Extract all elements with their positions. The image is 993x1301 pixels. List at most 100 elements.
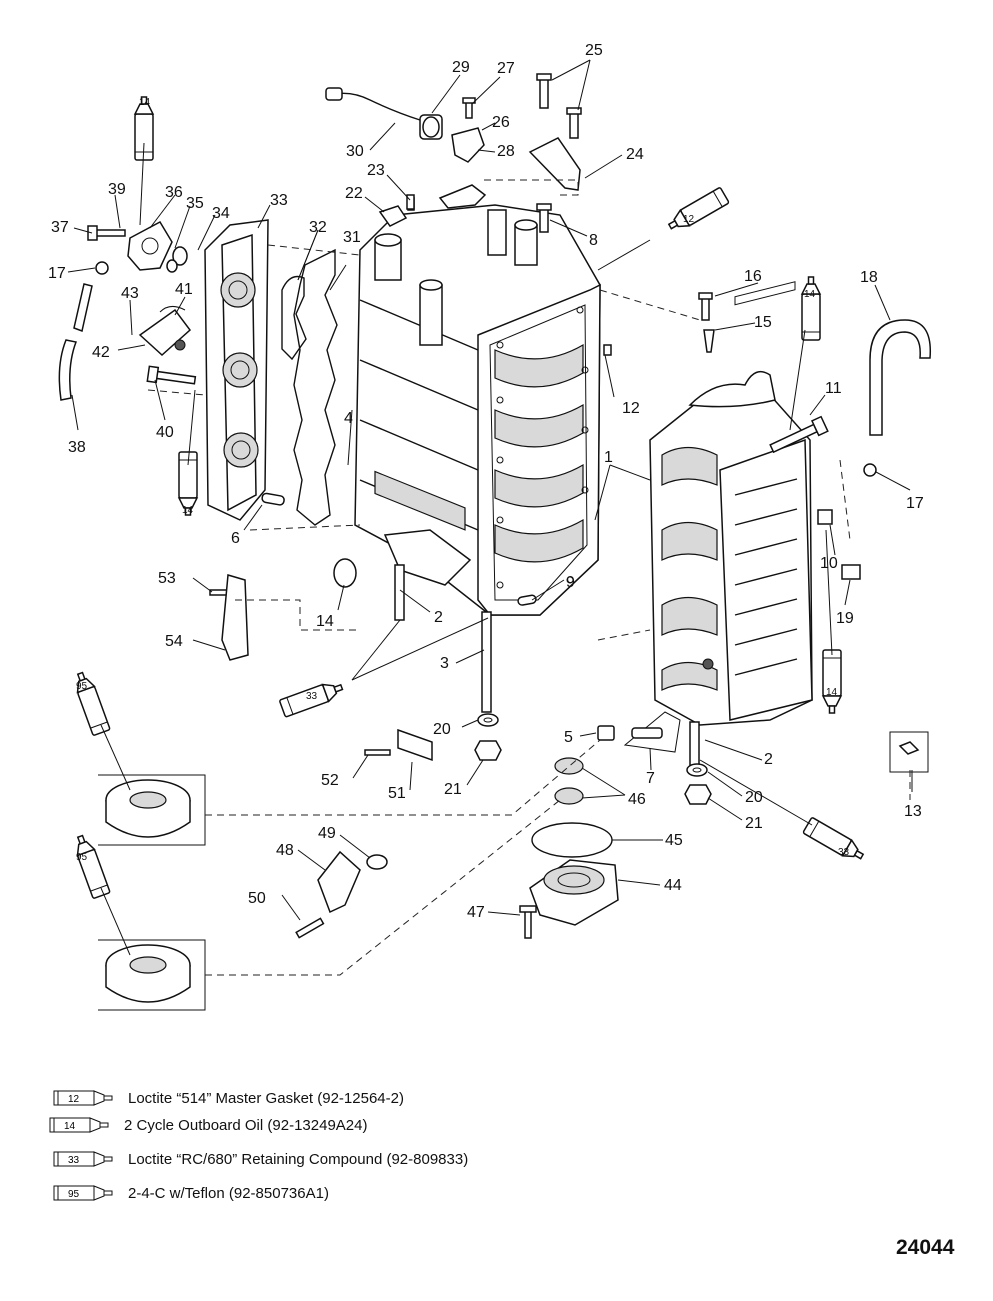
callout-43: 43: [121, 285, 139, 302]
svg-text:14: 14: [64, 1121, 76, 1132]
hose: [58, 283, 93, 401]
cylinder-block: [354, 204, 601, 616]
fitting-7: [623, 711, 681, 753]
end-cap: [529, 859, 619, 926]
tube-icon: 95: [53, 1185, 113, 1201]
callout-54: 54: [165, 633, 183, 650]
svg-text:95: 95: [76, 681, 88, 692]
callout-numbers: 1 2 2 3 4 5 6 7 8 9 10 11 12 13 14 15 16…: [48, 42, 924, 921]
callout-9: 9: [566, 574, 575, 591]
svg-text:95: 95: [76, 852, 88, 863]
callout-26: 26: [492, 114, 510, 131]
callout-25: 25: [585, 42, 603, 59]
legend-item: 33 Loctite “RC/680” Retaining Compound (…: [46, 1148, 468, 1170]
legend-label: Loctite “RC/680” Retaining Compound (92-…: [128, 1150, 469, 1168]
legend-label: 2 Cycle Outboard Oil (92-13249A24): [124, 1116, 368, 1134]
callout-41: 41: [175, 281, 193, 298]
retainer-plate: [438, 184, 487, 209]
callout-34: 34: [212, 205, 230, 222]
callout-5: 5: [564, 729, 573, 746]
callout-30: 30: [346, 143, 364, 160]
svg-text:14: 14: [182, 505, 194, 516]
callout-21b: 21: [745, 815, 763, 832]
callout-21a: 21: [444, 781, 462, 798]
legend-item: 14 2 Cycle Outboard Oil (92-13249A24): [42, 1114, 367, 1136]
callout-24: 24: [626, 146, 644, 163]
callout-14: 14: [316, 613, 334, 630]
tube-95-a: 95: [70, 669, 131, 791]
thermostat-housing: [127, 221, 188, 273]
tube-14-a: 14: [134, 96, 154, 226]
callout-52: 52: [321, 772, 339, 789]
svg-text:95: 95: [68, 1189, 80, 1200]
tube-33-a: 33: [278, 617, 489, 718]
callout-46: 46: [628, 791, 646, 808]
tube-95-b: 95: [70, 832, 131, 956]
crankcase-cover: [649, 281, 813, 726]
callout-50: 50: [248, 890, 266, 907]
callout-7: 7: [646, 770, 655, 787]
callout-17b: 17: [906, 495, 924, 512]
temperature-sensor: [325, 87, 443, 140]
callout-48: 48: [276, 842, 294, 859]
callout-28: 28: [497, 143, 515, 160]
svg-text:12: 12: [68, 1094, 80, 1105]
callout-27: 27: [497, 60, 515, 77]
tube-12-a: 12: [597, 186, 730, 271]
callout-2a: 2: [434, 609, 443, 626]
callout-29: 29: [452, 59, 470, 76]
svg-text:14: 14: [139, 97, 151, 108]
seal-detail-upper: [98, 774, 206, 846]
callout-31: 31: [343, 229, 361, 246]
callout-17a: 17: [48, 265, 66, 282]
legend-label: Loctite “514” Master Gasket (92-12564-2): [128, 1089, 404, 1107]
legend-item: 95 2-4-C w/Teflon (92-850736A1): [46, 1182, 329, 1204]
callout-38: 38: [68, 439, 86, 456]
svg-text:33: 33: [306, 691, 318, 702]
callout-4: 4: [344, 410, 353, 427]
mounting-plate: [528, 137, 581, 191]
callout-12a: 12: [622, 400, 640, 417]
seal-detail-lower: [98, 939, 206, 1011]
svg-text:14: 14: [826, 687, 838, 698]
callout-53: 53: [158, 570, 176, 587]
svg-text:14: 14: [804, 289, 816, 300]
svg-text:33: 33: [838, 847, 850, 858]
callout-37: 37: [51, 219, 69, 236]
tube-14-b: 14: [178, 389, 198, 516]
legend-label: 2-4-C w/Teflon (92-850736A1): [128, 1184, 329, 1202]
callout-35: 35: [186, 195, 204, 212]
seal-lower: [554, 787, 584, 805]
callout-20b: 20: [745, 789, 763, 806]
callout-6: 6: [231, 530, 240, 547]
cover-gasket: [281, 275, 307, 361]
figure-number: 24044: [896, 1236, 955, 1259]
callout-45: 45: [665, 832, 683, 849]
clip: [378, 205, 408, 227]
exhaust-cover: [204, 219, 269, 521]
callout-33: 33: [270, 192, 288, 209]
callout-42: 42: [92, 344, 110, 361]
callout-20a: 20: [433, 721, 451, 738]
tube-icon: 33: [53, 1151, 113, 1167]
callout-51: 51: [388, 785, 406, 802]
tube-14-d: 14: [822, 529, 842, 714]
callout-36: 36: [165, 184, 183, 201]
callout-23: 23: [367, 162, 385, 179]
sensor-bracket: [451, 127, 485, 163]
tube-14-c: 14: [789, 276, 821, 431]
callout-11: 11: [825, 380, 842, 397]
callout-3: 3: [440, 655, 449, 672]
svg-text:33: 33: [68, 1155, 80, 1166]
callout-32: 32: [309, 219, 327, 236]
callout-18: 18: [860, 269, 878, 286]
legend-item: 12 Loctite “514” Master Gasket (92-12564…: [46, 1087, 404, 1109]
cover-plate: [317, 850, 361, 914]
part-13-box: [889, 731, 929, 773]
tube-icon: 14: [49, 1117, 109, 1133]
callout-2b: 2: [764, 751, 773, 768]
callout-8: 8: [589, 232, 598, 249]
callout-1: 1: [604, 449, 613, 466]
assembly-lines: [147, 179, 911, 976]
